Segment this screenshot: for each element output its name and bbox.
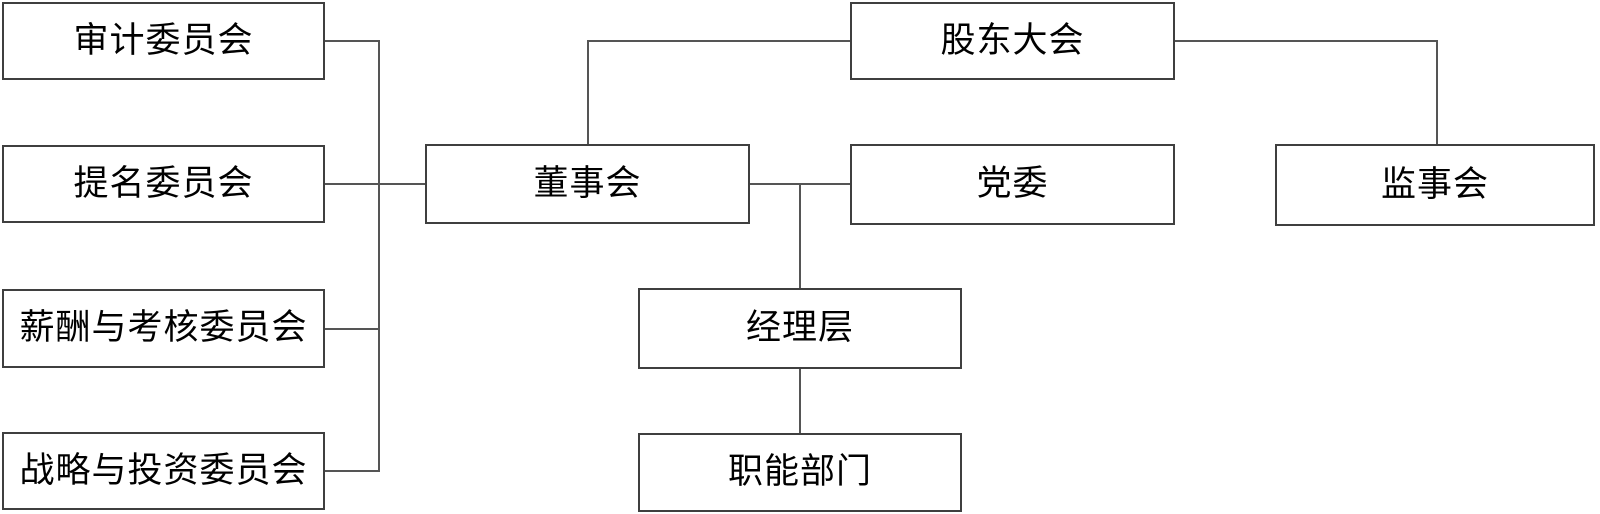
connector-shareholders-board-horizontal bbox=[587, 40, 850, 42]
node-board-of-directors-label: 董事会 bbox=[533, 163, 642, 204]
connector-committees-trunk bbox=[378, 40, 380, 472]
node-supervisory-board: 监事会 bbox=[1275, 144, 1595, 226]
node-functional-departments-label: 职能部门 bbox=[727, 452, 872, 492]
connector-audit-to-trunk bbox=[325, 40, 380, 42]
node-strategy-investment-committee: 战略与投资委员会 bbox=[2, 432, 325, 510]
node-shareholders-meeting: 股东大会 bbox=[850, 2, 1175, 80]
connector-management-to-functional bbox=[799, 367, 801, 435]
node-audit-committee: 审计委员会 bbox=[2, 2, 325, 80]
connector-strategy-to-trunk bbox=[325, 470, 380, 472]
node-nomination-committee-label: 提名委员会 bbox=[73, 163, 254, 204]
connector-shareholders-board-vertical bbox=[587, 40, 589, 146]
node-management-layer-label: 经理层 bbox=[745, 308, 854, 348]
node-strategy-investment-committee-label: 战略与投资委员会 bbox=[19, 450, 308, 491]
node-audit-committee-label: 审计委员会 bbox=[73, 20, 254, 61]
node-functional-departments: 职能部门 bbox=[638, 433, 962, 512]
node-party-committee: 党委 bbox=[850, 144, 1175, 225]
node-shareholders-meeting-label: 股东大会 bbox=[940, 20, 1085, 61]
node-management-layer: 经理层 bbox=[638, 288, 962, 369]
node-compensation-assessment-committee-label: 薪酬与考核委员会 bbox=[19, 308, 308, 348]
connector-shareholders-supervisory-vertical bbox=[1436, 40, 1438, 146]
node-compensation-assessment-committee: 薪酬与考核委员会 bbox=[2, 289, 325, 368]
node-nomination-committee: 提名委员会 bbox=[2, 145, 325, 223]
connector-shareholders-supervisory-horizontal bbox=[1175, 40, 1438, 42]
node-supervisory-board-label: 监事会 bbox=[1380, 164, 1489, 205]
connector-nomination-to-board bbox=[325, 183, 425, 185]
connector-board-to-management bbox=[799, 183, 801, 290]
node-party-committee-label: 党委 bbox=[976, 164, 1049, 204]
node-board-of-directors: 董事会 bbox=[425, 144, 750, 224]
connector-compensation-to-trunk bbox=[325, 328, 380, 330]
